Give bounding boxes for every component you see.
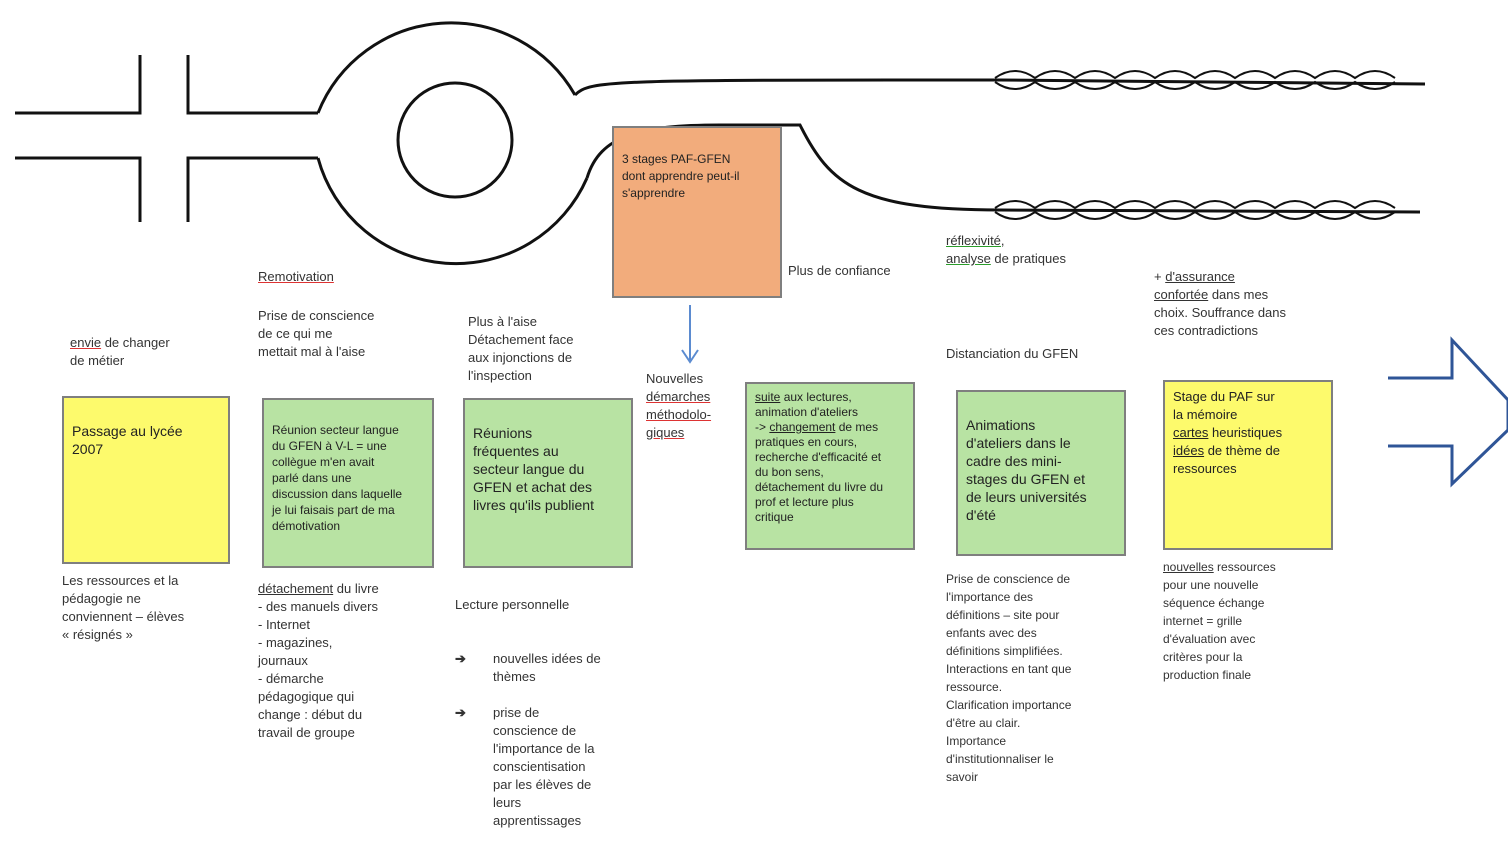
col6-below-rest: ressources pour une nouvelle séquence éc…	[1163, 560, 1276, 682]
col5-green-box: Animations d'ateliers dans le cadre des …	[956, 390, 1126, 556]
col3-bullet-1-text: nouvelles idées de thèmes	[493, 651, 601, 684]
orange-box-text: 3 stages PAF-GFEN dont apprendre peut-il…	[622, 152, 740, 200]
col2-below-label: détachement du livre - des manuels diver…	[258, 580, 379, 742]
de-pratiques-text: de pratiques	[990, 251, 1066, 266]
col4-box-part4: de mes pratiques en cours, recherche d'e…	[755, 420, 884, 524]
changement-word: changement	[769, 420, 836, 434]
col3-box-text: Réunions fréquentes au secteur langue du…	[473, 425, 594, 513]
col3-above-label: Plus à l'aise Détachement face aux injon…	[468, 314, 574, 383]
col6-above-label: + d'assurance confortée dans mes choix. …	[1154, 268, 1286, 340]
col1-box-text: Passage au lycée 2007	[72, 423, 183, 457]
col2-above-label: Prise de conscience de ce qui me mettait…	[258, 308, 375, 359]
col6-box-part1: Stage du PAF sur la mémoire	[1173, 389, 1275, 422]
col1-above-rest: de changer de métier	[70, 335, 170, 368]
analyse-word: analyse	[946, 251, 991, 266]
col1-below-label: Les ressources et la pédagogie ne convie…	[62, 573, 185, 642]
col1-above-label: envie de changer de métier	[70, 334, 170, 370]
confortee-word: confortée	[1154, 287, 1209, 302]
cartes-word: cartes	[1173, 425, 1209, 440]
col3-bullet-2-text: prise de conscience de l'importance de l…	[493, 705, 595, 828]
distanciation-label: Distanciation du GFEN	[946, 346, 1079, 361]
remotivation-title: Remotivation	[258, 269, 334, 284]
col4-label: Nouvelles démarches méthodolo- giques	[646, 370, 711, 442]
idees-word: idées	[1173, 443, 1205, 458]
thin-down-arrow-icon	[681, 305, 699, 364]
col6-box-part3: heuristiques	[1212, 425, 1283, 440]
detachement-word: détachement	[258, 581, 334, 596]
col4-box-part2: aux lectures, animation d'ateliers ->	[755, 390, 859, 434]
col3-bullet-list: ➔ nouvelles idées de thèmes ➔ prise de con…	[455, 632, 601, 848]
col3-below-block: Lecture personnelle ➔ nouvelles idées de …	[455, 578, 601, 866]
col6-yellow-box: Stage du PAF sur la mémoire cartes heuri…	[1163, 380, 1333, 550]
arrow-gap	[1386, 380, 1390, 444]
right-arrow-bullet-icon: ➔	[455, 651, 466, 666]
key-ring-hole	[396, 81, 514, 199]
col2-green-box: Réunion secteur langue du GFEN à V-L = u…	[262, 398, 434, 568]
right-arrow-bullet-icon: ➔	[455, 705, 466, 720]
col5-below-label: Prise de conscience de l'importance des …	[946, 572, 1072, 784]
plus-confiance-label: Plus de confiance	[788, 263, 891, 278]
col4-green-box: suite aux lectures, animation d'ateliers…	[745, 382, 915, 550]
demarches-text: démarches méthodolo- giques	[646, 389, 712, 440]
col6-above-rest: dans mes choix. Souffrance dans ces cont…	[1154, 287, 1287, 338]
envie-word: envie	[70, 335, 102, 350]
nouvelles-word: Nouvelles	[646, 371, 704, 386]
col2-box-text: Réunion secteur langue du GFEN à V-L = u…	[272, 423, 403, 533]
col5-box-text: Animations d'ateliers dans le cadre des …	[966, 417, 1087, 523]
col6-box-part5: de thème de ressources	[1173, 443, 1280, 476]
orange-stages-box: 3 stages PAF-GFEN dont apprendre peut-il…	[612, 126, 782, 298]
col3-green-box: Réunions fréquentes au secteur langue du…	[463, 398, 633, 568]
col1-yellow-box: Passage au lycée 2007	[62, 396, 230, 564]
reflexivite-word: réflexivité,	[946, 233, 1005, 248]
col6-below-label: nouvelles ressources pour une nouvelle s…	[1163, 558, 1276, 684]
reflexivite-label: réflexivité, analyse de pratiques	[946, 232, 1066, 268]
outline-right-arrow-icon	[1388, 336, 1508, 488]
assurance-word: d'assurance	[1165, 269, 1235, 284]
col3-bullet-2: ➔ prise de conscience de l'importance de …	[455, 704, 601, 830]
key-diagram	[15, 21, 1508, 488]
plus-sign-text: +	[1154, 269, 1166, 284]
lecture-personnelle-label: Lecture personnelle	[455, 597, 570, 612]
col2-below-rest: du livre - des manuels divers - Internet…	[258, 581, 379, 740]
key-outline	[15, 21, 1426, 266]
nouvelles-ressources-word: nouvelles	[1163, 560, 1214, 574]
suite-word: suite	[755, 390, 781, 404]
key-teeth	[994, 70, 1396, 220]
col3-bullet-1: ➔ nouvelles idées de thèmes	[455, 650, 601, 686]
